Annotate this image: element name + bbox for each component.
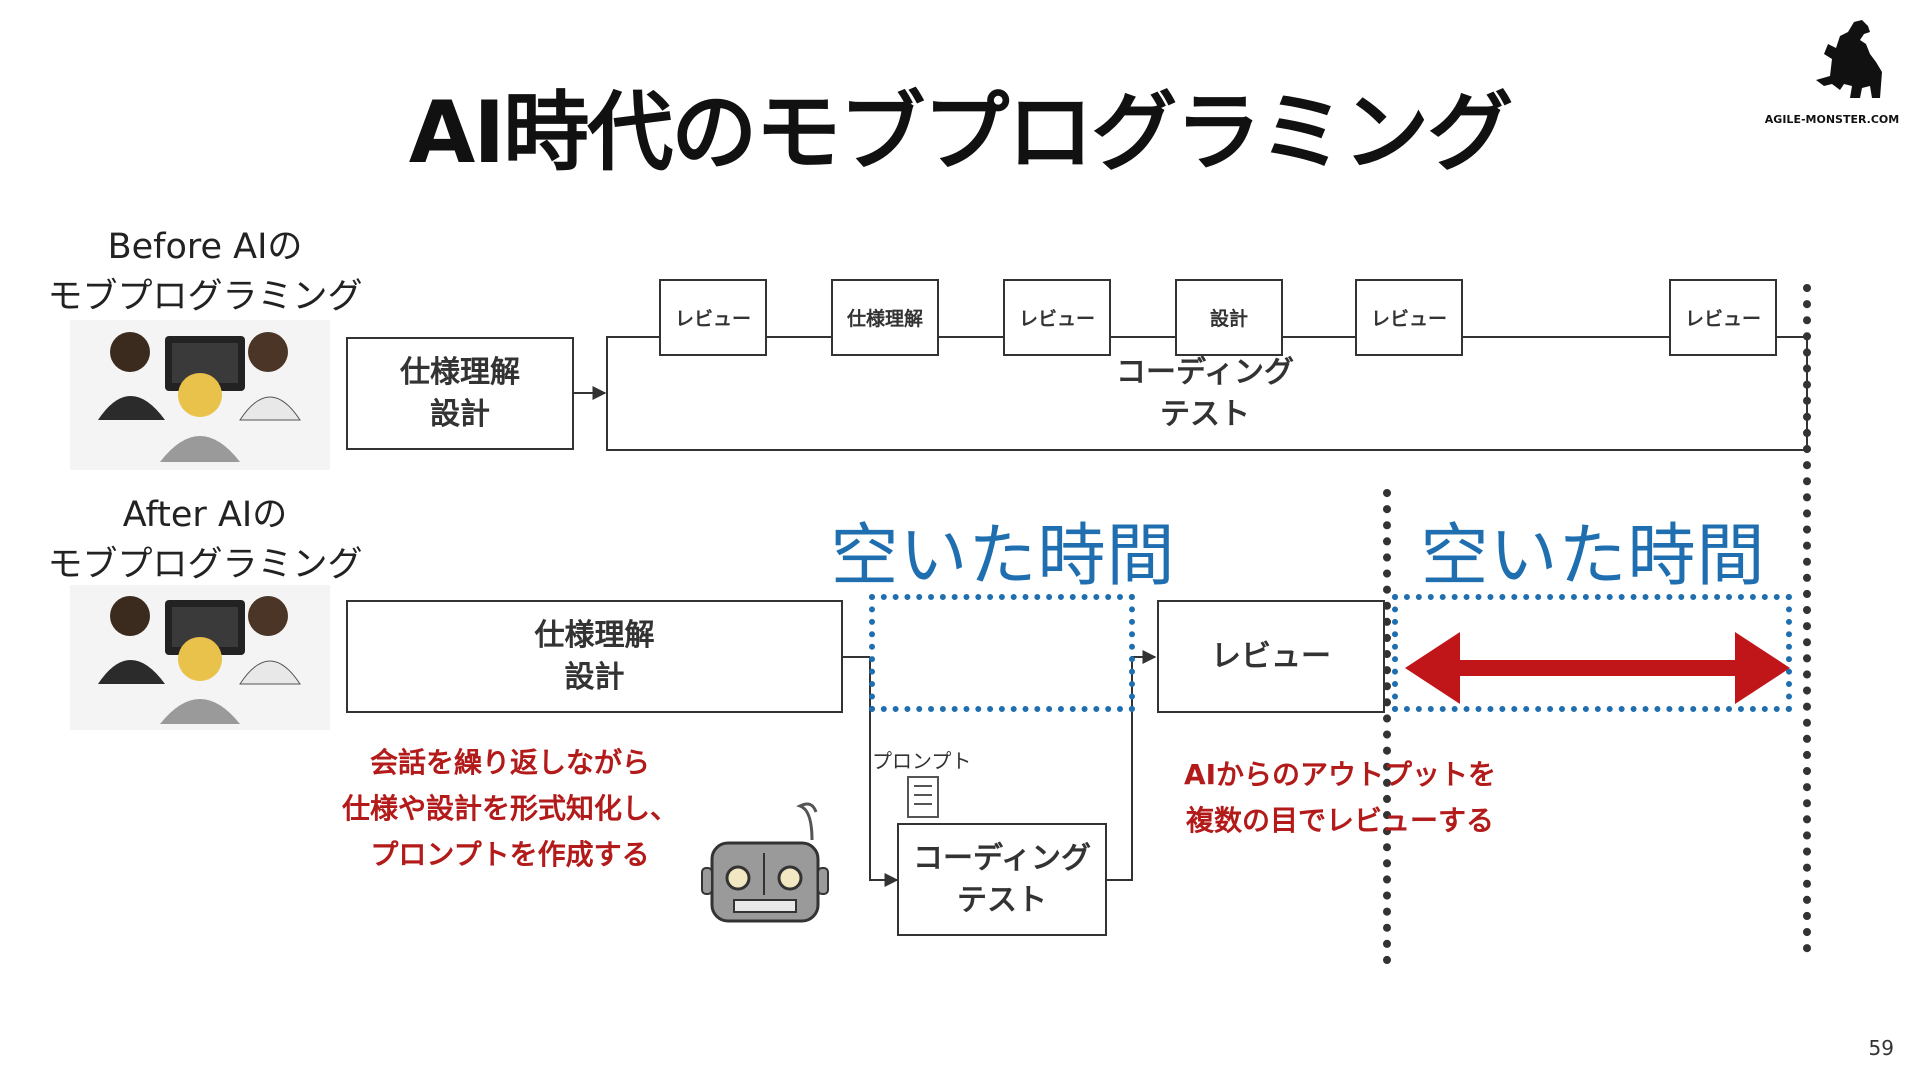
before-stage-review-3: レビュー	[1355, 279, 1463, 356]
before-stage-review-4: レビュー	[1669, 279, 1777, 356]
note-left-line3: プロンプトを作成する	[370, 838, 650, 871]
robot-icon	[701, 802, 829, 923]
page-title: AI時代のモブプログラミング	[408, 83, 1514, 183]
before-label: Before AIの モブプログラミング	[40, 222, 370, 322]
mob-team-illustration-after	[70, 585, 330, 730]
before-label-line1: Before AIの	[107, 227, 303, 267]
after-coding-line2: テスト	[957, 882, 1047, 918]
note-right-line2: 複数の目でレビューする	[1185, 804, 1494, 837]
after-label: After AIの モブプログラミング	[40, 490, 370, 590]
note-right: AIからのアウトプットを 複数の目でレビューする	[1150, 752, 1530, 844]
page-number: 59	[1868, 1036, 1894, 1060]
before-spec-design-box: 仕様理解 設計	[346, 337, 574, 450]
before-spec-line2: 設計	[430, 396, 490, 432]
before-label-line2: モブプログラミング	[47, 277, 363, 317]
before-coding-label: コーディング テスト	[1060, 352, 1350, 436]
after-label-line2: モブプログラミング	[47, 545, 363, 585]
after-label-line1: After AIの	[122, 495, 288, 535]
after-spec-line2: 設計	[564, 659, 625, 695]
logo-text: AGILE-MONSTER.COM	[1764, 113, 1900, 126]
before-stage-review-2: レビュー	[1003, 279, 1111, 356]
before-coding-line2: テスト	[1160, 397, 1250, 432]
free-time-box-2	[1392, 594, 1792, 712]
after-spec-line1: 仕様理解	[534, 617, 655, 653]
free-time-double-arrow	[1405, 632, 1790, 704]
free-time-label-2: 空いた時間	[1420, 517, 1766, 596]
before-stage-review-1: レビュー	[659, 279, 767, 356]
note-left-line2: 仕様や設計を形式知化し、	[341, 792, 678, 825]
note-right-line1: AIからのアウトプットを	[1183, 758, 1497, 791]
after-coding-box: コーディング テスト	[897, 823, 1107, 936]
prompt-document-icon	[907, 776, 939, 818]
after-coding-line1: コーディング	[913, 840, 1091, 876]
before-spec-line1: 仕様理解	[400, 354, 520, 390]
after-review-box: レビュー	[1157, 600, 1385, 713]
note-left-line1: 会話を繰り返しながら	[369, 746, 650, 779]
before-coding-line1: コーディング	[1116, 355, 1294, 390]
prompt-label: プロンプト	[872, 749, 972, 773]
mob-team-illustration-before	[70, 320, 330, 470]
free-time-box-1	[869, 594, 1135, 712]
free-time-label-1: 空いた時間	[830, 517, 1176, 596]
note-left: 会話を繰り返しながら 仕様や設計を形式知化し、 プロンプトを作成する	[300, 740, 720, 878]
after-spec-design-box: 仕様理解 設計	[346, 600, 843, 713]
before-stage-spec: 仕様理解	[831, 279, 939, 356]
before-stage-design: 設計	[1175, 279, 1283, 356]
